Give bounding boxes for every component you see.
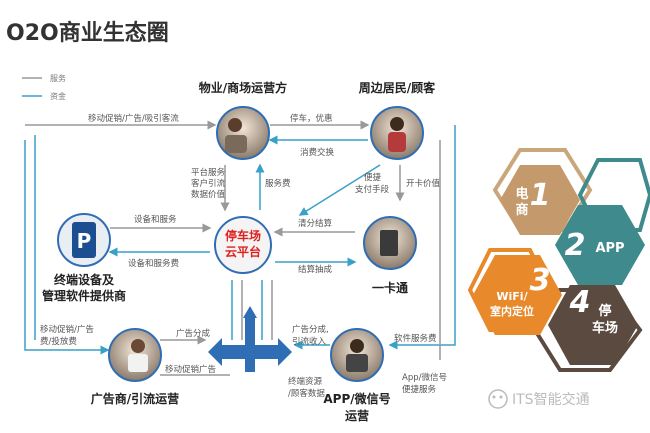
node-cloud-platform: 停车场 云平台 bbox=[214, 216, 272, 274]
node-app-wechat: APP/微信号 运营 bbox=[323, 328, 391, 423]
watermark-text: ITS智能交通 bbox=[512, 391, 590, 408]
node-card: 一卡通 bbox=[363, 216, 417, 295]
edge-label-adv-left-1: 移动促销/广告 bbox=[40, 324, 94, 335]
hex-4-num: 4 bbox=[569, 285, 591, 320]
platform-label-1: 停车场 bbox=[225, 228, 261, 243]
hex-1-num: 1 bbox=[530, 178, 551, 213]
edge-label-app-bottom-2: /顾客数据 bbox=[288, 388, 325, 399]
edge-label-app-res-1: App/微信号 bbox=[402, 372, 447, 383]
hex-2-num: 2 bbox=[565, 228, 586, 263]
node-advertiser: 广告商/引流运营 bbox=[91, 328, 179, 406]
edge-label-res-card: 开卡价值 bbox=[406, 178, 441, 189]
legend-fund-label: 资金 bbox=[50, 91, 66, 101]
edge-label-prop-res: 停车，优惠 bbox=[290, 113, 333, 124]
edge-label-prop-plat-1: 平台服务 bbox=[191, 167, 226, 178]
edge-labels: 移动促销/广告/吸引客流 停车，优惠 消费交换 平台服务 客户引流 数据价值 服… bbox=[40, 113, 447, 399]
edge-label-adv-left-2: 费/投放费 bbox=[40, 336, 77, 347]
legend-service-label: 服务 bbox=[50, 73, 66, 83]
watermark: ITS智能交通 bbox=[488, 389, 590, 409]
terminal-label-2: 管理软件提供商 bbox=[42, 288, 126, 303]
node-terminal-provider: P 终端设备及 管理软件提供商 bbox=[42, 213, 126, 303]
residents-label: 周边居民/顾客 bbox=[359, 80, 436, 95]
hex-1-label-1: 电 bbox=[515, 186, 528, 202]
advertiser-label: 广告商/引流运营 bbox=[91, 391, 179, 406]
edge-label-term-plat-1: 设备和服务 bbox=[134, 214, 177, 225]
edge-label-res-plat-1: 便捷 bbox=[364, 172, 382, 183]
edge-label-app-plat-1: 广告分成, bbox=[292, 324, 329, 335]
edge-label-plat-card-1: 清分结算 bbox=[298, 218, 333, 229]
hex-4-label-2: 车场 bbox=[592, 320, 618, 336]
edge-label-prop-left: 移动促销/广告/吸引客流 bbox=[88, 113, 179, 124]
page-title: O2O商业生态圈 bbox=[6, 20, 169, 46]
hexagon-app: 2 APP bbox=[555, 205, 645, 285]
edge-label-prop-plat-2: 客户引流 bbox=[191, 178, 226, 189]
platform-circle bbox=[214, 216, 272, 274]
svg-text:P: P bbox=[77, 229, 92, 253]
wechat-icon bbox=[488, 389, 508, 409]
property-label: 物业/商场运营方 bbox=[199, 80, 287, 95]
hexagon-ecommerce: 1 电 商 bbox=[500, 165, 580, 235]
app-label-1: APP/微信号 bbox=[323, 391, 390, 406]
hex-2-label-1: APP bbox=[595, 241, 624, 256]
hex-3-label-1: WiFi/ bbox=[496, 290, 528, 303]
central-cross-arrow bbox=[208, 306, 292, 372]
parking-p-icon bbox=[72, 222, 96, 258]
legend: 服务 资金 bbox=[22, 73, 66, 101]
hex-3-label-2: 室内定位 bbox=[490, 304, 534, 318]
platform-label-2: 云平台 bbox=[225, 244, 261, 259]
edge-label-plat-prop: 服务费 bbox=[265, 178, 291, 189]
edge-label-plat-card-2: 结算抽成 bbox=[298, 264, 333, 275]
card-label: 一卡通 bbox=[372, 280, 408, 295]
node-residents: 周边居民/顾客 bbox=[359, 80, 436, 160]
edge-label-app-res-2: 便捷服务 bbox=[402, 384, 437, 395]
app-label-2: 运营 bbox=[345, 408, 369, 423]
hex-3-num: 3 bbox=[530, 263, 551, 298]
edge-label-app-right: 软件服务费 bbox=[394, 333, 437, 344]
edge-label-prop-plat-3: 数据价值 bbox=[191, 189, 226, 200]
outer-flow-lines bbox=[24, 120, 456, 376]
edge-label-res-prop: 消费交换 bbox=[300, 147, 335, 158]
hex-1-label-2: 商 bbox=[515, 202, 528, 218]
terminal-label-1: 终端设备及 bbox=[54, 272, 115, 287]
edge-label-term-plat-2: 设备和服务费 bbox=[128, 258, 180, 269]
node-property-operator: 物业/商场运营方 bbox=[199, 80, 287, 160]
edge-label-app-plat-2: 引流收入 bbox=[292, 336, 327, 347]
edge-label-res-plat-2: 支付手段 bbox=[355, 184, 390, 195]
edge-label-adv-bottom: 移动促销广告 bbox=[165, 364, 216, 375]
edge-label-adv-plat: 广告分成 bbox=[176, 328, 211, 339]
hexagon-wifi: 3 WiFi/ 室内定位 bbox=[473, 255, 562, 335]
hexagon-parking: 4 停 车场 bbox=[548, 285, 638, 365]
hexagon-cluster: 1 电 商 2 APP 3 WiFi/ 室内定位 4 停 车场 bbox=[467, 148, 650, 372]
edge-label-app-bottom-1: 终端资源 bbox=[288, 376, 323, 387]
hex-4-label-1: 停 bbox=[598, 303, 611, 319]
